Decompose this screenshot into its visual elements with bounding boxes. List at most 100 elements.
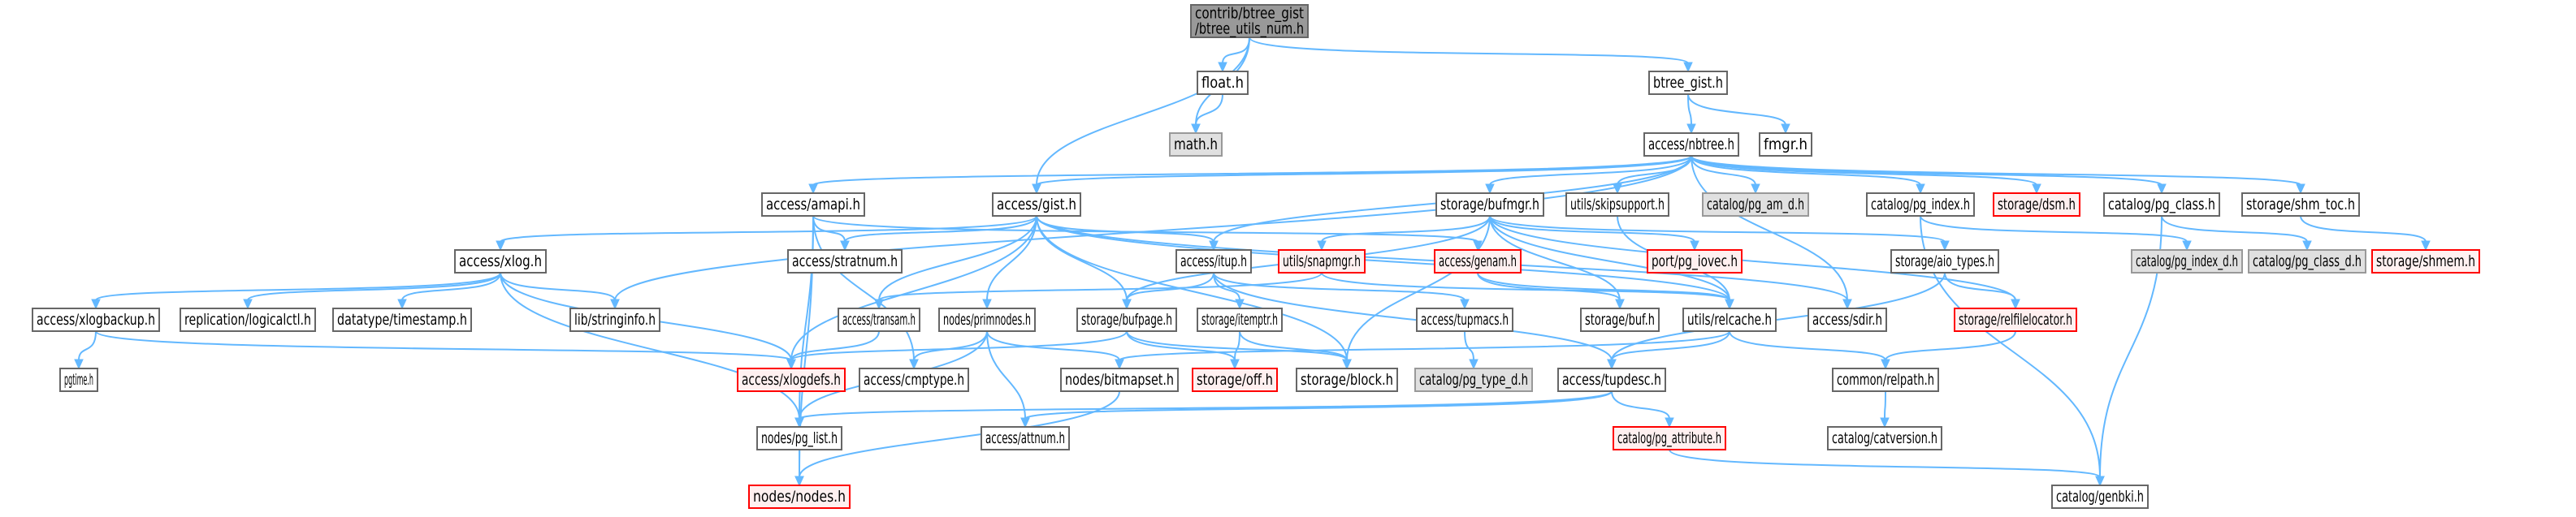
node-label: datatype/timestamp.h: [337, 311, 467, 329]
node-box: [2103, 192, 2220, 217]
node-root[interactable]: contrib/btree_gist/btree_utils_num.h: [1190, 4, 1309, 38]
node-box: [2241, 192, 2360, 217]
node-itup[interactable]: access/itup.h: [1175, 249, 1252, 274]
node-bufmgr[interactable]: storage/bufmgr.h: [1435, 192, 1544, 217]
edge-bufmgr-to-pg_iovec: [1489, 215, 1699, 252]
node-box: [59, 368, 98, 392]
node-box: [1808, 308, 1887, 332]
node-label: catalog/pg_class_d.h: [2253, 252, 2362, 270]
node-genbki[interactable]: catalog/genbki.h: [2051, 485, 2149, 509]
node-pg_class[interactable]: catalog/pg_class.h: [2103, 192, 2220, 217]
node-box: [1613, 426, 1726, 450]
node-label: access/xlog.h: [459, 252, 542, 270]
node-box: [1647, 249, 1743, 274]
node-timestamp[interactable]: datatype/timestamp.h: [332, 308, 472, 332]
node-pg_attribute[interactable]: catalog/pg_attribute.h: [1613, 426, 1726, 450]
node-aio_types[interactable]: storage/aio_types.h: [1890, 249, 1999, 274]
node-box: [787, 249, 903, 274]
node-box: [569, 308, 660, 332]
node-pg_iovec[interactable]: port/pg_iovec.h: [1647, 249, 1743, 274]
node-xlogdefs[interactable]: access/xlogdefs.h: [737, 368, 846, 392]
node-snapmgr[interactable]: utils/snapmgr.h: [1278, 249, 1366, 274]
node-primnodes[interactable]: nodes/primnodes.h: [938, 308, 1036, 332]
edge-nbtree-to-dsm: [1691, 155, 2041, 195]
node-gist[interactable]: access/gist.h: [992, 192, 1081, 217]
node-pg_index[interactable]: catalog/pg_index.h: [1866, 192, 1975, 217]
node-label: access/sdir.h: [1812, 311, 1882, 329]
edge-btree_gist-to-fmgr: [1687, 93, 1790, 135]
node-relfilelocator[interactable]: storage/relfilelocator.h: [1954, 308, 2077, 332]
node-label: catalog/pg_index_d.h: [2136, 252, 2238, 270]
node-buf[interactable]: storage/buf.h: [1580, 308, 1660, 332]
node-pg_class_d[interactable]: catalog/pg_class_d.h: [2248, 249, 2366, 274]
node-box: [2051, 485, 2149, 509]
node-xlog[interactable]: access/xlog.h: [454, 249, 547, 274]
node-itemptr[interactable]: storage/itemptr.h: [1197, 308, 1283, 332]
node-pg_list[interactable]: nodes/pg_list.h: [756, 426, 842, 450]
node-box: [1557, 368, 1666, 392]
node-btree_gist[interactable]: btree_gist.h: [1648, 71, 1728, 95]
edge-nbtree-to-gist: [1032, 155, 1692, 195]
node-stratnum[interactable]: access/stratnum.h: [787, 249, 903, 274]
edge-nbtree-to-amapi: [808, 155, 1692, 195]
node-shmem[interactable]: storage/shmem.h: [2371, 249, 2480, 274]
node-catversion[interactable]: catalog/catversion.h: [1827, 426, 1942, 450]
node-cmptype[interactable]: access/cmptype.h: [859, 368, 969, 392]
node-label: catalog/pg_attribute.h: [1617, 429, 1721, 447]
edge-amapi-to-pg_list: [794, 215, 814, 429]
node-box: [1190, 4, 1309, 38]
node-block[interactable]: storage/block.h: [1296, 368, 1398, 392]
node-nodes[interactable]: nodes/nodes.h: [748, 485, 851, 509]
node-transam[interactable]: access/transam.h: [838, 308, 920, 332]
node-pg_am_d[interactable]: catalog/pg_am_d.h: [1702, 192, 1809, 217]
edge-snapmgr-to-transam: [874, 272, 1323, 310]
node-bufpage[interactable]: storage/bufpage.h: [1076, 308, 1177, 332]
node-label: float.h: [1201, 74, 1244, 92]
node-box: [761, 192, 865, 217]
node-box: [1702, 192, 1809, 217]
node-pg_index_d[interactable]: catalog/pg_index_d.h: [2131, 249, 2243, 274]
node-sdir[interactable]: access/sdir.h: [1808, 308, 1887, 332]
node-amapi[interactable]: access/amapi.h: [761, 192, 865, 217]
node-label: common/relpath.h: [1837, 371, 1934, 389]
node-xlogbackup[interactable]: access/xlogbackup.h: [32, 308, 160, 332]
node-off[interactable]: storage/off.h: [1192, 368, 1278, 392]
edge-amapi-to-cmptype: [812, 215, 919, 370]
node-box: [1169, 132, 1223, 157]
node-label: access/gist.h: [997, 196, 1076, 213]
node-bitmapset[interactable]: nodes/bitmapset.h: [1060, 368, 1179, 392]
node-math[interactable]: math.h: [1169, 132, 1223, 157]
edge-gist-to-block: [1036, 215, 1352, 370]
edge-primnodes-to-bitmapset: [986, 330, 1124, 370]
node-label: storage/aio_types.h: [1895, 252, 1994, 270]
node-logicalctl[interactable]: replication/logicalctl.h: [180, 308, 316, 332]
node-genam[interactable]: access/genam.h: [1434, 249, 1522, 274]
edge-tupdesc-to-attnum: [1020, 390, 1613, 429]
node-relpath[interactable]: common/relpath.h: [1832, 368, 1939, 392]
node-stringinfo[interactable]: lib/stringinfo.h: [569, 308, 660, 332]
node-box: [1866, 192, 1975, 217]
node-tupmacs[interactable]: access/tupmacs.h: [1416, 308, 1513, 332]
node-pgtime[interactable]: pgtime.h: [59, 368, 98, 392]
node-box: [1296, 368, 1398, 392]
node-label: nodes/primnodes.h: [943, 311, 1031, 329]
edge-genam-to-relcache: [1477, 272, 1734, 310]
node-label: access/amapi.h: [766, 196, 860, 213]
node-float[interactable]: float.h: [1197, 71, 1249, 95]
node-skipsupport[interactable]: utils/skipsupport.h: [1565, 192, 1669, 217]
edge-bufpage-to-off: [1126, 330, 1240, 370]
node-pg_type_d[interactable]: catalog/pg_type_d.h: [1414, 368, 1533, 392]
node-attnum[interactable]: access/attnum.h: [981, 426, 1070, 450]
node-tupdesc[interactable]: access/tupdesc.h: [1557, 368, 1666, 392]
edge-nbtree-to-shm_toc: [1691, 155, 2305, 195]
node-fmgr[interactable]: fmgr.h: [1759, 132, 1812, 157]
node-box: [2371, 249, 2480, 274]
node-dsm[interactable]: storage/dsm.h: [1993, 192, 2080, 217]
node-relcache[interactable]: utils/relcache.h: [1682, 308, 1777, 332]
node-nbtree[interactable]: access/nbtree.h: [1643, 132, 1739, 157]
node-shm_toc[interactable]: storage/shm_toc.h: [2241, 192, 2360, 217]
node-label: pgtime.h: [64, 371, 93, 389]
node-label: catalog/catversion.h: [1832, 429, 1937, 447]
node-label: math.h: [1174, 136, 1218, 153]
edge-float-to-math: [1191, 93, 1223, 135]
